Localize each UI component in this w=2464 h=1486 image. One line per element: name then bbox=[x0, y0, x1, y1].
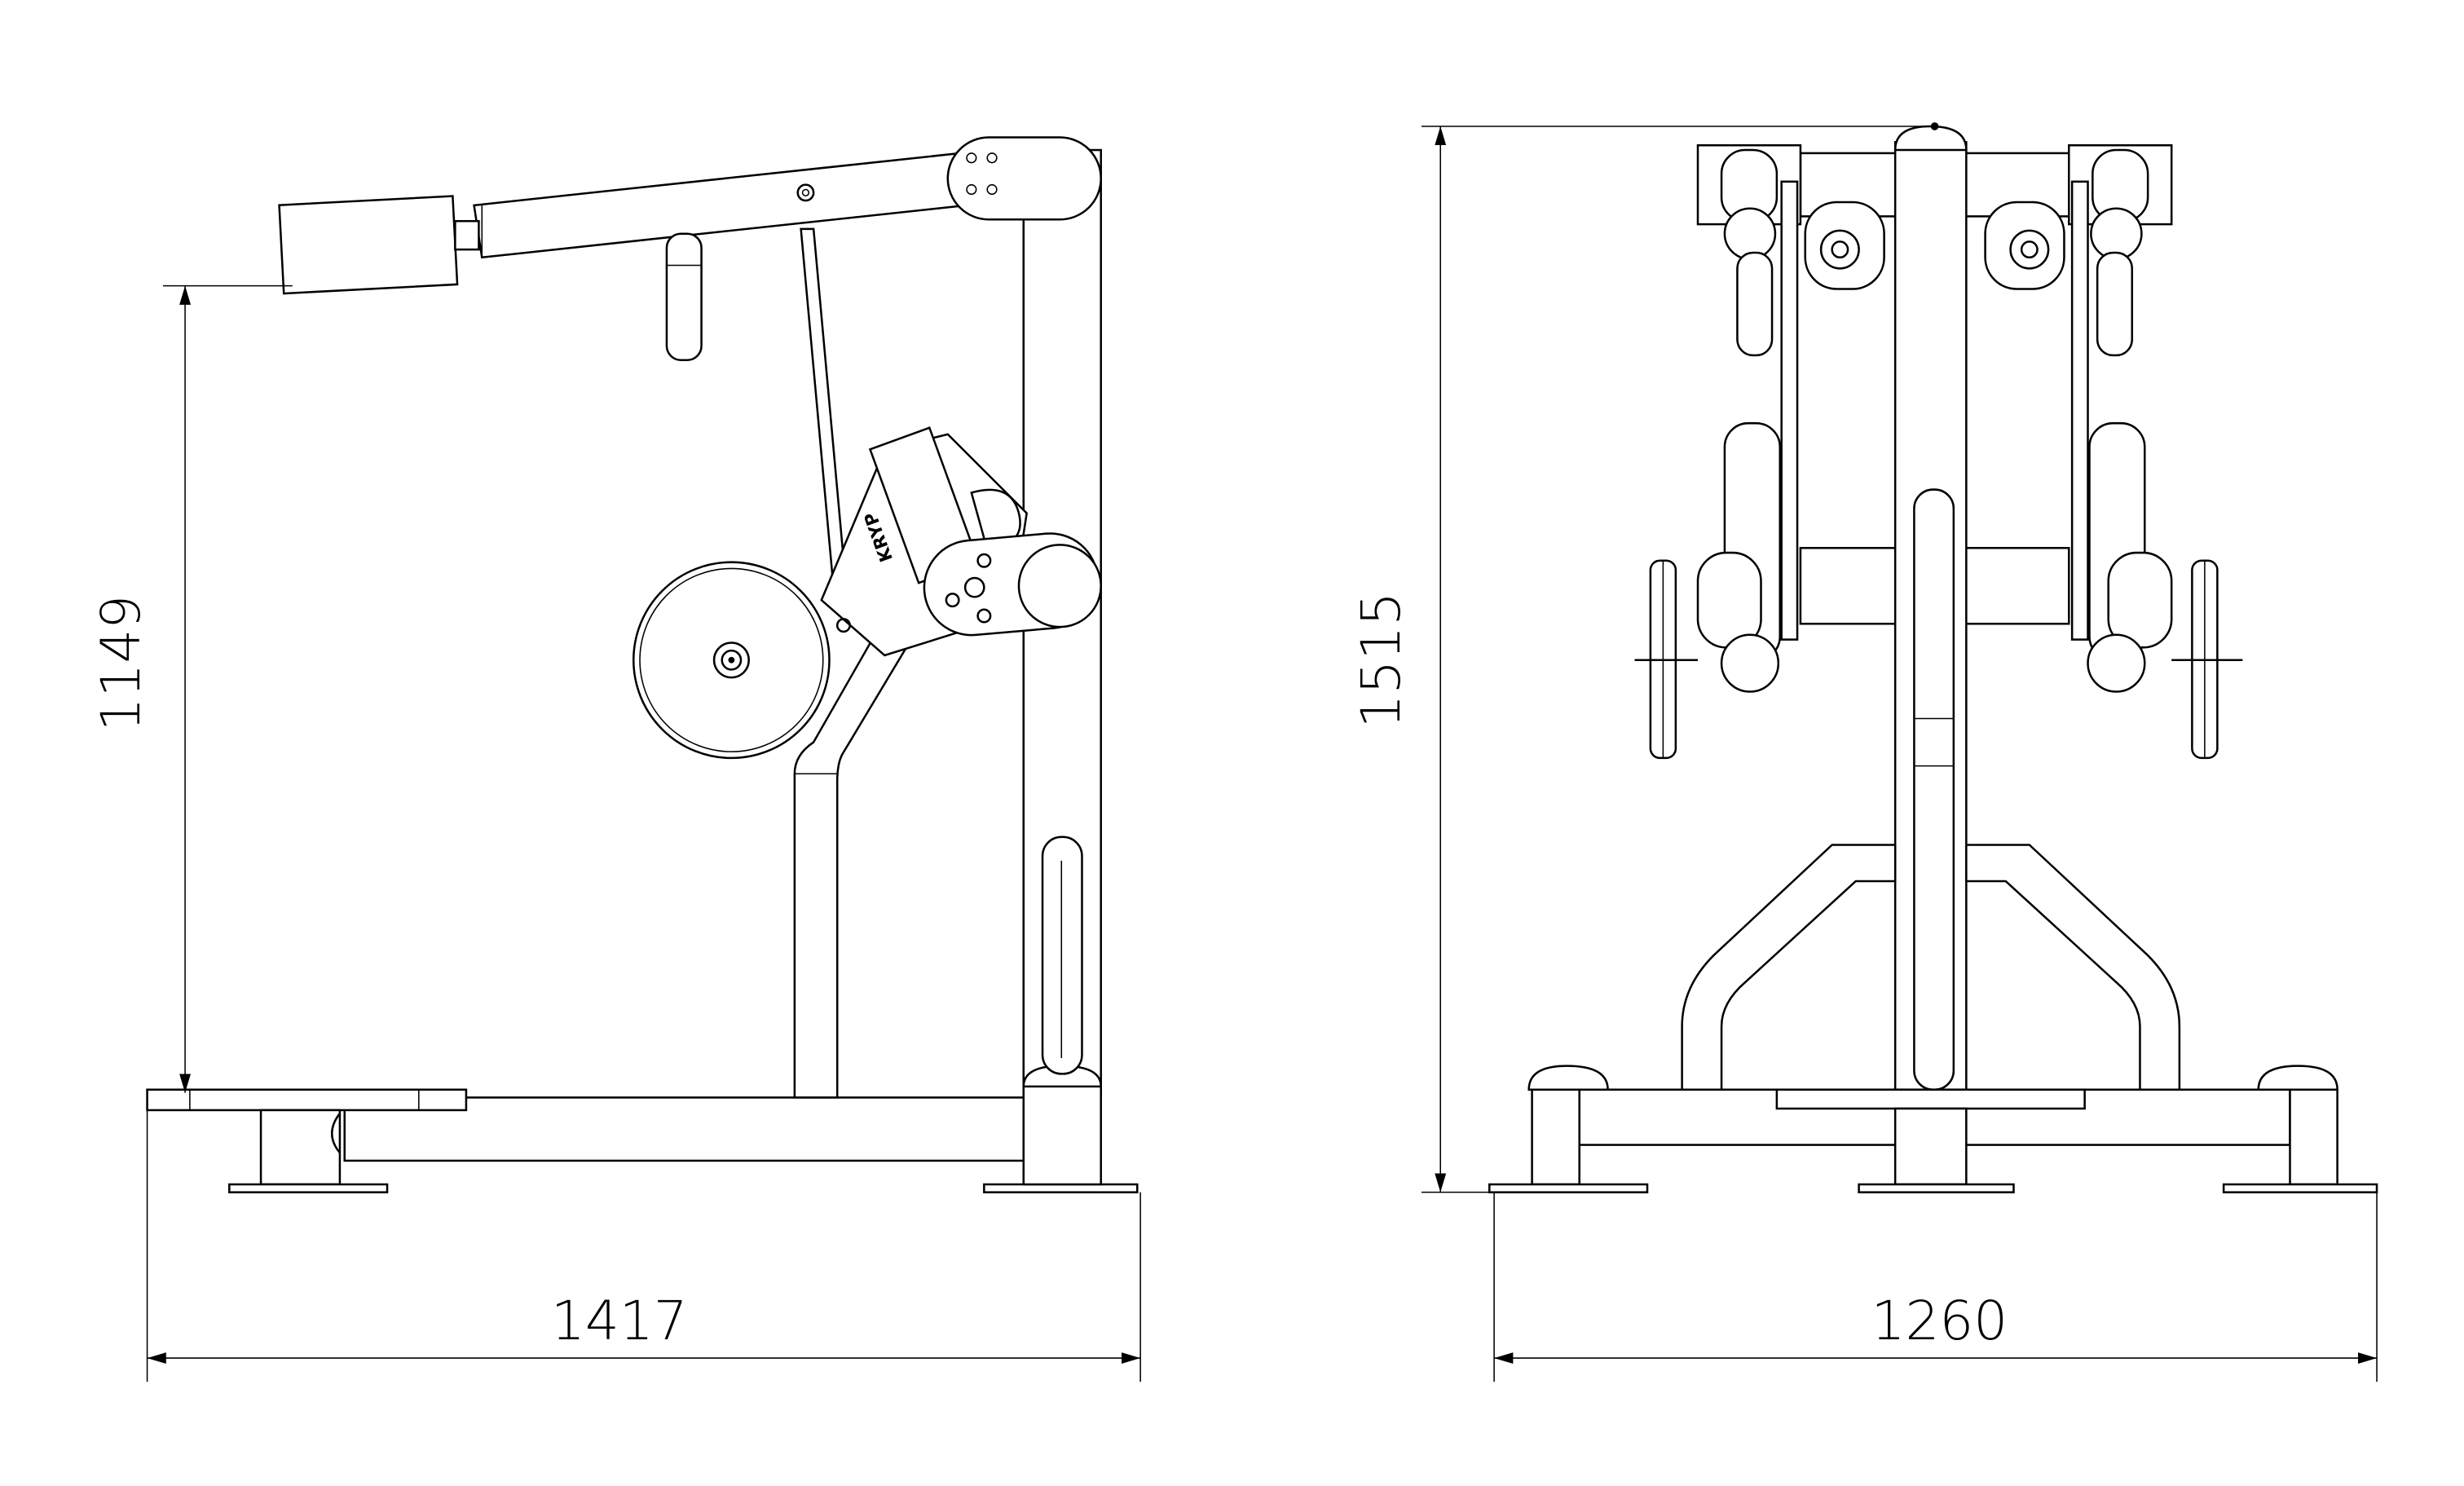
front-foot-right bbox=[2222, 1183, 2378, 1193]
svg-text:1149: 1149 bbox=[90, 595, 152, 732]
plate-pedestal bbox=[259, 1109, 342, 1186]
dimension-height-front: 1515 bbox=[1350, 126, 1935, 1193]
lever-arm bbox=[473, 152, 968, 259]
hand-grip bbox=[665, 232, 703, 361]
post-handle bbox=[1041, 836, 1083, 1075]
leg-left bbox=[1681, 844, 1897, 1091]
svg-text:1417: 1417 bbox=[551, 1290, 688, 1352]
foot-right bbox=[983, 1183, 1139, 1193]
arm-pad bbox=[278, 195, 459, 295]
dimension-length-side: 1417 bbox=[146, 1109, 1141, 1382]
side-view: KRYP 1149 1417 bbox=[90, 136, 1141, 1382]
svg-text:1260: 1260 bbox=[1871, 1290, 2008, 1352]
front-view: 1515 1260 bbox=[1350, 122, 2378, 1382]
pivot-plate bbox=[946, 136, 1102, 221]
leg-right bbox=[1965, 844, 2181, 1091]
front-foot-center bbox=[1858, 1183, 2015, 1193]
connecting-rod bbox=[800, 227, 847, 578]
svg-text:1515: 1515 bbox=[1350, 592, 1413, 729]
left-arm-assembly bbox=[1634, 143, 1885, 760]
foot-left bbox=[228, 1183, 389, 1193]
dimension-height-side: 1149 bbox=[90, 284, 293, 1093]
right-arm-assembly bbox=[1984, 143, 2243, 760]
dimension-width-front: 1260 bbox=[1493, 1192, 2378, 1382]
front-foot-left bbox=[1488, 1183, 1649, 1193]
